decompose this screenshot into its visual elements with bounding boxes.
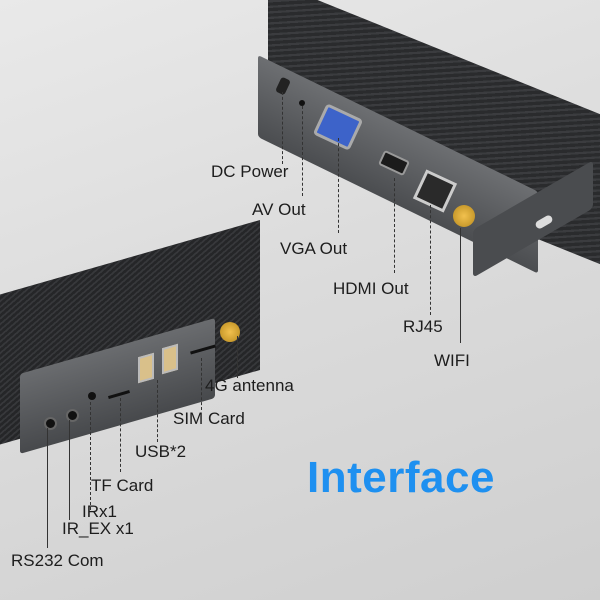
- leader-line: [430, 205, 431, 315]
- label-tf-card: TF Card: [91, 476, 154, 495]
- usb-port-icon: [138, 352, 154, 384]
- leader-line: [90, 402, 91, 510]
- label-rs232: RS232 Com: [11, 551, 104, 570]
- av-out-port-icon: [299, 100, 305, 106]
- leader-line: [394, 178, 395, 273]
- label-usb: USB*2: [135, 442, 187, 461]
- 4g-antenna-connector-icon: [220, 322, 240, 342]
- leader-line: [302, 106, 303, 196]
- ir-sensor-icon: [88, 392, 96, 400]
- label-wifi: WIFI: [434, 351, 470, 370]
- rs232-port-icon: [44, 417, 57, 430]
- leader-line: [338, 138, 339, 233]
- leader-line: [460, 228, 461, 343]
- media-player-device-rear: [248, 0, 600, 310]
- leader-line: [47, 428, 48, 548]
- label-sim-card: SIM Card: [173, 409, 245, 428]
- leader-line: [157, 380, 158, 442]
- leader-line: [201, 358, 202, 410]
- leader-line: [120, 398, 121, 472]
- label-4g-antenna: 4G antenna: [205, 376, 294, 395]
- leader-line: [282, 92, 283, 164]
- label-dc-power: DC Power: [211, 162, 289, 181]
- ir-ex-port-icon: [66, 409, 79, 422]
- label-ir-ex: IR_EX x1: [62, 519, 134, 538]
- wifi-antenna-connector-icon: [453, 205, 475, 227]
- label-ir: IRx1: [82, 502, 117, 521]
- label-vga-out: VGA Out: [280, 239, 348, 258]
- label-av-out: AV Out: [252, 200, 306, 219]
- label-rj45: RJ45: [403, 317, 443, 336]
- usb-port-icon: [162, 343, 178, 375]
- interface-title: Interface: [307, 453, 495, 502]
- label-hdmi-out: HDMI Out: [333, 279, 409, 298]
- leader-line: [237, 336, 238, 378]
- leader-line: [69, 420, 70, 520]
